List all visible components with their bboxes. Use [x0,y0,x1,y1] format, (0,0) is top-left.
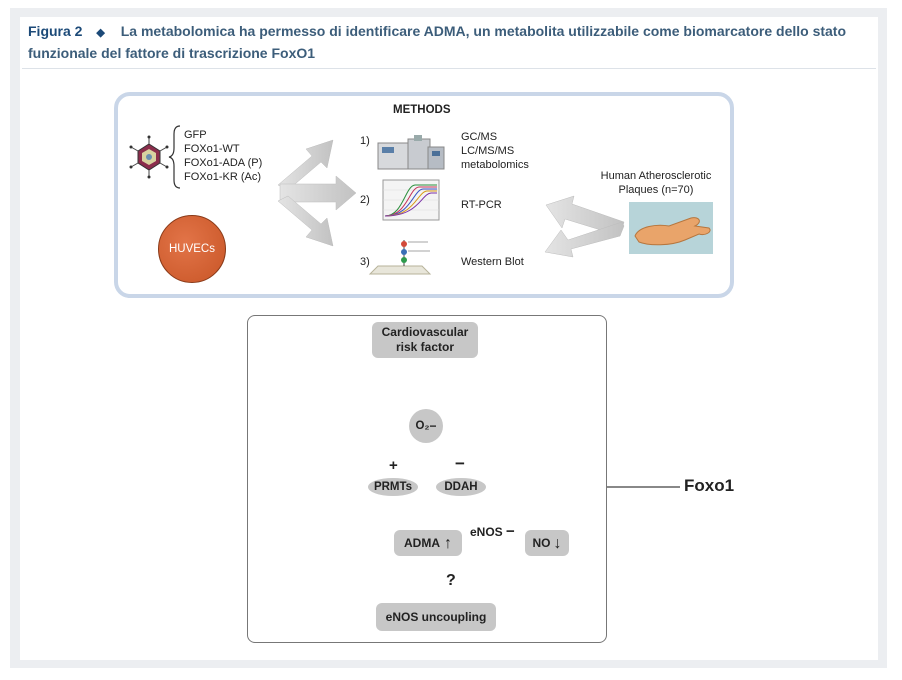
adma-box: ADMA ↑ [394,530,462,556]
construct-foxo1-wt: FOXo1-WT [184,143,240,155]
enos-label: eNOS − [470,524,515,540]
superoxide-node: O₂− [409,409,443,443]
down-arrow-icon: ↓ [553,534,562,552]
plaque-arrows [544,195,625,258]
enos-uncoupling-box: eNOS uncoupling [376,603,496,631]
foxo1-label: Foxo1 [684,476,735,495]
huvecs-cell-circle: HUVECs [158,215,226,283]
plus-sign: + [389,457,398,474]
superoxide-label: O₂ [415,420,430,432]
no-label: NO [532,535,551,550]
pathway-panel [247,315,607,643]
step-3-label: Western Blot [461,256,524,268]
virus-icon [129,135,169,179]
step-2-label: RT-PCR [461,199,502,211]
western-blot-icon [368,240,432,275]
caption-divider [22,68,876,69]
up-arrow-icon: ↑ [444,534,452,552]
step-1-label: GC/MS LC/MS/MS metabolomics [461,131,529,171]
construct-brace [168,125,181,189]
huvecs-label: HUVECs [168,243,215,255]
prmts-node: PRMTs [368,478,418,496]
plaque-photo [629,202,713,254]
construct-foxo1-ada: FOXo1-ADA (P) [184,157,263,169]
construct-gfp: GFP [184,129,207,141]
mass-spectrometer-icon [377,135,445,170]
step-3-number: 3) [360,256,370,268]
caption-text: La metabolomica ha permesso di identific… [28,23,847,61]
step-1-number: 1) [360,135,370,147]
plaques-label: Human Atherosclerotic Plaques (n=70) [600,170,712,196]
minus-sign: − [455,454,465,473]
split-arrows [277,139,357,247]
superoxide-charge: − [429,419,437,433]
no-box: NO ↓ [525,530,569,556]
adma-label: ADMA [404,535,440,550]
question-mark: ? [446,572,456,589]
ddah-node: DDAH [436,478,486,496]
figure-caption: Figura 2 ◆ La metabolomica ha permesso d… [28,21,868,63]
enos-text: eNOS [470,525,503,539]
pcr-curve-icon [382,179,440,221]
methods-title: METHODS [393,104,451,116]
enos-minus: − [506,523,515,540]
construct-list: GFP FOXo1-WT FOXo1-ADA (P) FOXo1-KR (Ac) [184,128,262,184]
construct-foxo1-kr: FOXo1-KR (Ac) [184,171,262,183]
risk-factor-box: Cardiovascular risk factor [372,322,478,358]
diamond-bullet-icon: ◆ [96,27,105,39]
figure-label: Figura 2 [28,23,83,39]
step-2-number: 2) [360,194,370,206]
